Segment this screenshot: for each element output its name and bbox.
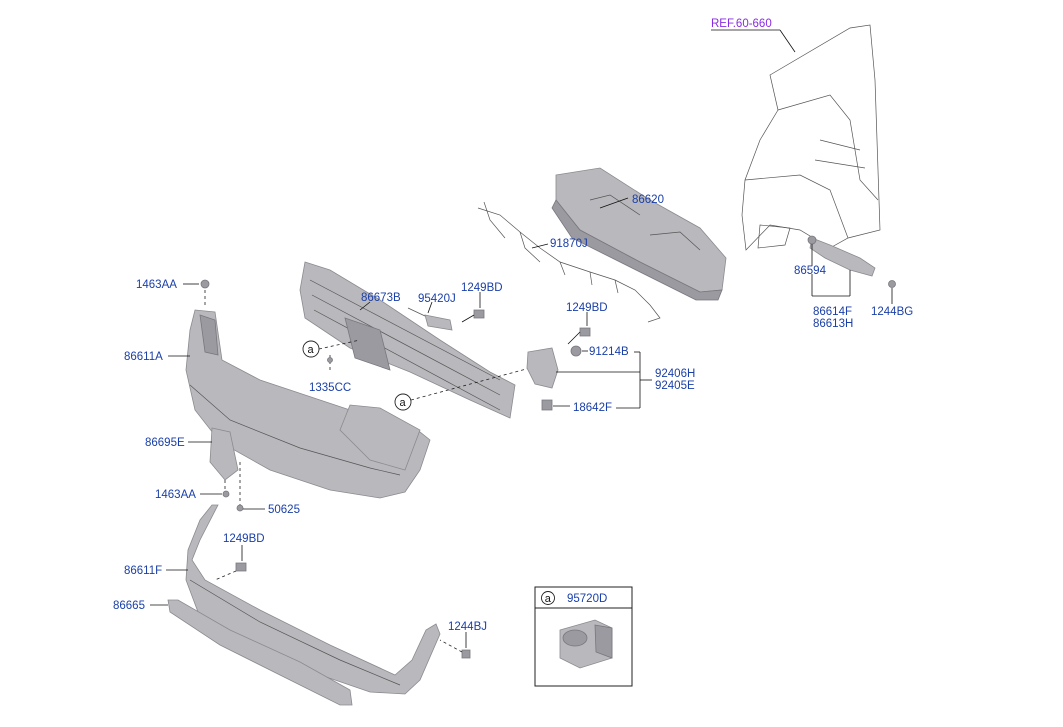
lower-bracket-part [209, 427, 241, 505]
label-95720D[interactable]: 95720D [567, 593, 607, 605]
clip-50625 [236, 504, 244, 512]
label-18642F[interactable]: 18642F [573, 402, 612, 414]
ref-leader [779, 29, 796, 53]
callout-a-2[interactable]: a [394, 393, 412, 411]
leader-86673B [359, 301, 371, 311]
label-1244BG[interactable]: 1244BG [871, 306, 913, 318]
label-1249BD-a[interactable]: 1249BD [461, 282, 503, 294]
label-1335CC[interactable]: 1335CC [309, 382, 351, 394]
leader-86620 [599, 197, 629, 209]
bumper-strip-part [167, 599, 353, 706]
label-92406H[interactable]: 92406H [655, 368, 695, 380]
part-labels: REF.60-660 86620 91870J 86594 86614F 866… [113, 18, 913, 633]
label-86613H[interactable]: 86613H [813, 318, 853, 330]
clip-1463AA-bottom [222, 490, 230, 498]
bolt-1249BD-a [461, 309, 485, 323]
svg-text:a: a [308, 344, 315, 356]
label-86614F[interactable]: 86614F [813, 306, 852, 318]
label-91870J[interactable]: 91870J [550, 238, 588, 250]
bolt-1244BJ [439, 639, 471, 659]
parking-sensor-part [559, 619, 613, 669]
callout-a-1-leader [318, 339, 361, 350]
label-92405E[interactable]: 92405E [655, 380, 695, 392]
wiring-harness-part [477, 201, 661, 323]
svg-text:a: a [545, 593, 552, 605]
side-bracket-part [807, 235, 896, 288]
label-1463AA-bottom[interactable]: 1463AA [155, 489, 196, 501]
bumper-cover-part [185, 309, 431, 499]
label-1463AA-top[interactable]: 1463AA [136, 279, 177, 291]
label-50625[interactable]: 50625 [268, 504, 300, 516]
body-panel-outline [741, 24, 881, 251]
clip-1335CC [327, 355, 333, 372]
label-86594[interactable]: 86594 [794, 265, 827, 277]
label-1249BD-b[interactable]: 1249BD [566, 302, 608, 314]
leader-95420J [427, 301, 433, 314]
bolt-1249BD-c [214, 562, 247, 581]
label-1249BD-c[interactable]: 1249BD [223, 533, 265, 545]
inset-box: a [534, 586, 633, 687]
svg-text:a: a [400, 397, 407, 409]
ref-label[interactable]: REF.60-660 [711, 18, 772, 30]
callout-a-2-leader [410, 367, 531, 401]
label-86620[interactable]: 86620 [632, 194, 664, 206]
lower-grille-part [299, 261, 516, 419]
energy-absorber-part [551, 167, 727, 301]
label-86665[interactable]: 86665 [113, 600, 145, 612]
bolt-1249BD-b [567, 327, 591, 345]
clip-1463AA-top [200, 279, 210, 305]
sensor-bracket-part [526, 345, 582, 411]
label-86611A[interactable]: 86611A [124, 351, 163, 363]
callout-a-1[interactable]: a [302, 340, 320, 358]
label-1244BJ[interactable]: 1244BJ [448, 621, 487, 633]
leader-91870J [531, 243, 549, 249]
camera-bracket-part [407, 307, 453, 331]
label-86611F[interactable]: 86611F [124, 565, 162, 577]
label-86673B[interactable]: 86673B [361, 292, 401, 304]
label-95420J[interactable]: 95420J [418, 293, 456, 305]
label-86695E[interactable]: 86695E [145, 437, 185, 449]
label-91214B[interactable]: 91214B [589, 346, 629, 358]
